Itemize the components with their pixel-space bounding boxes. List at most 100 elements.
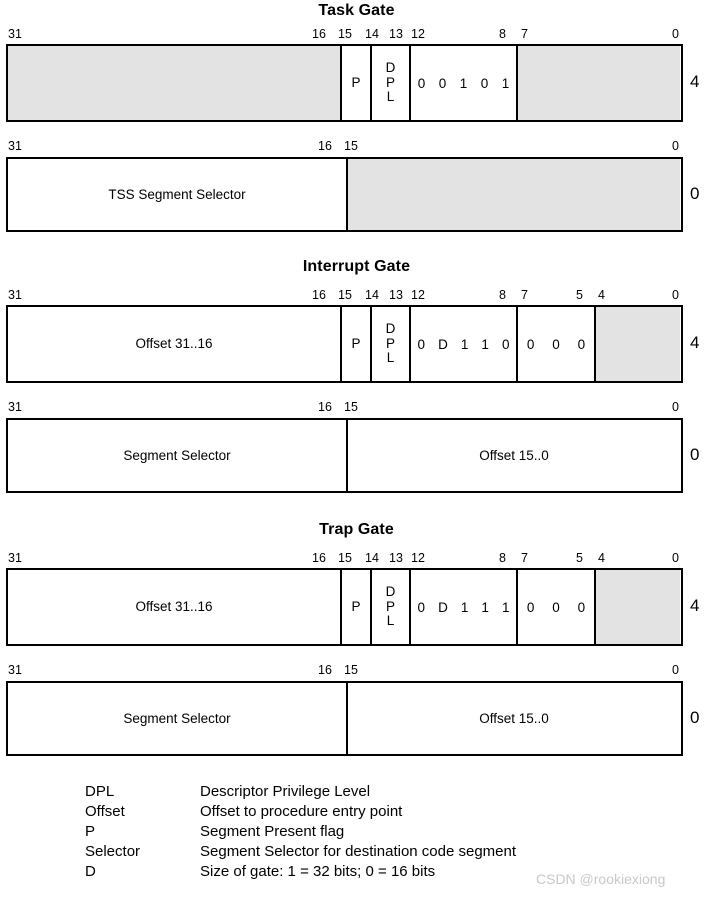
bit-label: 14 — [365, 551, 379, 565]
bit-value: 0 — [552, 336, 560, 352]
dpl-letter: D — [385, 321, 396, 337]
field-present-flag: P — [342, 570, 372, 644]
bit-value: 1 — [460, 336, 469, 352]
bit-label: 8 — [499, 288, 506, 302]
bit-label: 31 — [8, 139, 22, 153]
bit-label: 12 — [411, 27, 425, 41]
bit-label: 14 — [365, 288, 379, 302]
dpl-letter: P — [385, 74, 395, 90]
bit-value: 0 — [526, 336, 535, 352]
field-label: Segment Selector — [123, 710, 231, 726]
bit-label: 31 — [8, 288, 22, 302]
field-label: Offset 15..0 — [479, 710, 549, 726]
bit-value: 0 — [526, 599, 535, 615]
bit-value: 0 — [577, 599, 586, 615]
bit-value: 0 — [417, 599, 426, 615]
field-reserved-low — [518, 46, 680, 120]
field-segment-selector: Segment Selector — [8, 683, 348, 754]
descriptor-word-row: Segment Selector Offset 15..0 — [6, 681, 683, 756]
bit-value: 0 — [417, 75, 426, 91]
bit-label: 7 — [521, 27, 528, 41]
field-reserved-low — [596, 570, 680, 644]
dpl-letter: P — [385, 335, 395, 351]
bit-value: 0 — [577, 336, 586, 352]
bit-label: 15 — [338, 551, 352, 565]
bit-label: 7 — [521, 288, 528, 302]
bit-value: 1 — [481, 336, 489, 352]
field-label: P — [351, 599, 361, 615]
bit-label: 5 — [576, 288, 583, 302]
bit-label: 16 — [318, 139, 332, 153]
field-label: Offset 15..0 — [479, 447, 549, 463]
bit-label: 5 — [576, 551, 583, 565]
bit-value: 1 — [459, 75, 468, 91]
bit-label: 15 — [338, 27, 352, 41]
field-offset-high: Offset 31..16 — [8, 307, 342, 381]
bit-label: 15 — [338, 288, 352, 302]
legend-description: Segment Selector for destination code se… — [200, 843, 517, 860]
bit-label: 31 — [8, 551, 22, 565]
csdn-watermark: CSDN @rookiexiong — [536, 871, 666, 887]
legend-term: D — [85, 863, 96, 880]
bit-label: 31 — [8, 27, 22, 41]
field-present-flag: P — [342, 46, 372, 120]
bit-label: 14 — [365, 27, 379, 41]
descriptor-word-row: Segment Selector Offset 15..0 — [6, 418, 683, 493]
field-zero-bits: 0 0 0 — [518, 307, 596, 381]
byte-offset-marker: 0 — [690, 183, 700, 203]
field-offset-high: Offset 31..16 — [8, 570, 342, 644]
bit-value: 1 — [481, 599, 489, 615]
bit-pattern: 0 0 0 — [518, 307, 594, 381]
byte-offset-marker: 4 — [690, 596, 700, 615]
bit-value: 0 — [480, 75, 489, 91]
field-offset-low: Offset 15..0 — [348, 683, 680, 754]
bit-label: 0 — [672, 551, 679, 565]
bit-label: 31 — [8, 400, 22, 414]
legend-description: Segment Present flag — [200, 823, 345, 840]
byte-offset-marker: 0 — [690, 707, 700, 727]
bit-label: 16 — [318, 400, 332, 414]
field-segment-selector: Segment Selector — [8, 420, 348, 491]
field-label: P — [351, 75, 361, 91]
field-tss-segment-selector: TSS Segment Selector — [8, 159, 348, 230]
bit-label: 13 — [389, 551, 403, 565]
bit-label: 16 — [312, 551, 326, 565]
legend-description: Size of gate: 1 = 32 bits; 0 = 16 bits — [200, 863, 436, 880]
gate-title: Interrupt Gate — [302, 258, 411, 275]
bit-label: 16 — [312, 27, 326, 41]
dpl-letter: D — [385, 60, 396, 76]
bit-label: 8 — [499, 551, 506, 565]
bit-value: D — [438, 599, 448, 615]
gate-title: Task Gate — [318, 2, 395, 19]
dpl-letter: L — [386, 350, 395, 366]
bit-label: 8 — [499, 27, 506, 41]
legend-row: D Size of gate: 1 = 32 bits; 0 = 16 bits — [0, 863, 713, 883]
byte-offset-marker: 4 — [690, 333, 700, 352]
bit-label: 0 — [672, 288, 679, 302]
field-reserved-high — [8, 46, 342, 120]
legend-term: Offset — [85, 803, 125, 820]
bit-value: 1 — [460, 599, 469, 615]
bit-label: 0 — [672, 139, 679, 153]
bit-value: 0 — [501, 336, 510, 352]
bit-label: 16 — [318, 663, 332, 677]
field-offset-low: Offset 15..0 — [348, 420, 680, 491]
